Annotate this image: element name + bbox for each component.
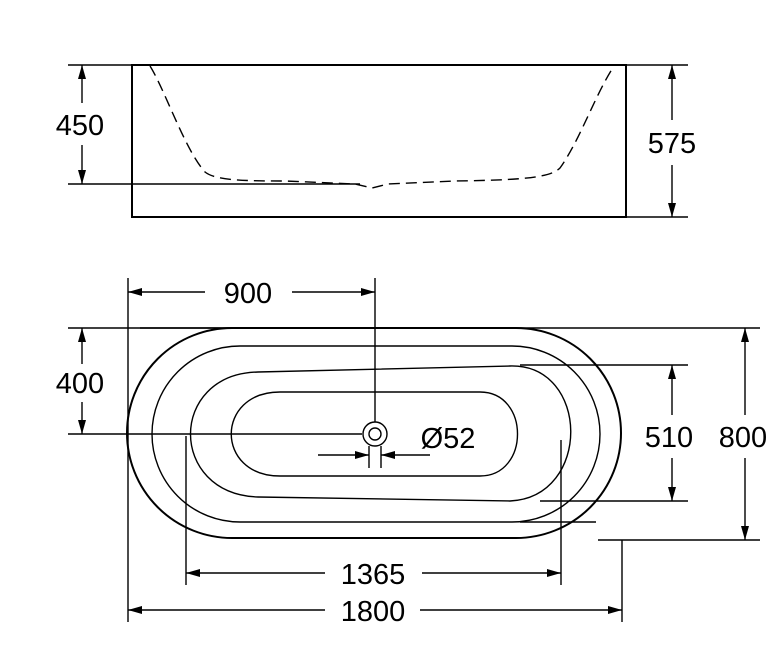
dim-400-label: 400	[56, 368, 104, 400]
drain-outer-ring	[362, 421, 388, 447]
dim-900-label: 900	[224, 278, 272, 310]
tub-side-outline	[131, 64, 627, 218]
side-view: 450 575	[56, 64, 696, 218]
tub-rim-contour	[151, 345, 601, 523]
dim-52-label: Ø52	[421, 423, 476, 455]
dim-575-label: 575	[648, 128, 696, 160]
dim-1365-label: 1365	[341, 559, 406, 591]
dim-1800-label: 1800	[341, 596, 406, 628]
tub-inner-basin-hidden-line	[149, 65, 615, 189]
dim-800-label: 800	[719, 422, 767, 454]
top-view: 900 400 Ø52 510 800 1365 1800	[56, 278, 767, 628]
drain-inner-ring	[368, 427, 382, 441]
tub-floor-contour	[230, 391, 519, 477]
tub-outer-rim	[126, 327, 622, 539]
dim-510-label: 510	[645, 422, 693, 454]
dim-450-label: 450	[56, 110, 104, 142]
tub-basin-contour	[189, 365, 572, 502]
